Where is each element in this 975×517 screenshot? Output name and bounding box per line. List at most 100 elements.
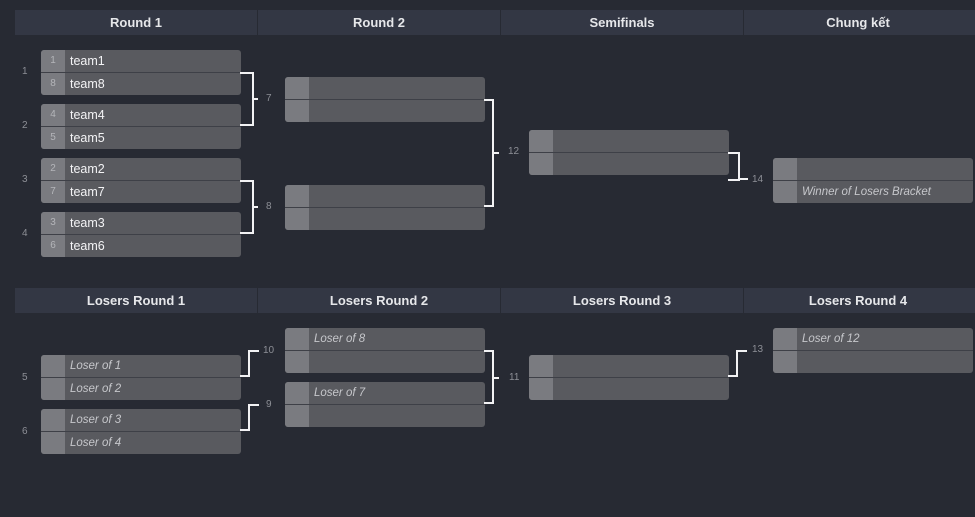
seed-number — [773, 181, 797, 203]
team-name: Loser of 3 — [70, 414, 122, 426]
connector — [728, 152, 740, 181]
seed-number — [41, 409, 65, 431]
match-card[interactable]: Loser of 8 — [285, 328, 485, 373]
team-slot-top[interactable]: Loser of 7 — [285, 382, 485, 404]
seed-number: 6 — [41, 235, 65, 257]
seed-number — [773, 351, 797, 373]
team-slot-bottom[interactable] — [285, 405, 485, 427]
seed-number — [285, 382, 309, 404]
connector-stub — [248, 350, 259, 352]
match-card[interactable]: Winner of Losers Bracket — [773, 158, 973, 203]
match-divider — [285, 207, 485, 208]
connector-stub — [240, 429, 250, 431]
team-name: team4 — [70, 108, 105, 122]
match-card[interactable] — [529, 355, 729, 400]
team-name: team8 — [70, 77, 105, 91]
match-divider — [41, 234, 241, 235]
team-name: team2 — [70, 162, 105, 176]
team-slot-bottom[interactable]: Winner of Losers Bracket — [773, 181, 973, 203]
round-header: Losers Round 1 — [15, 288, 258, 313]
match-card[interactable] — [285, 185, 485, 230]
connector-stub — [738, 178, 748, 180]
team-slot-bottom[interactable] — [285, 351, 485, 373]
seed-number — [285, 100, 309, 122]
seed-number — [285, 185, 309, 207]
team-name: Loser of 12 — [802, 333, 860, 345]
team-slot-bottom[interactable]: 7 team7 — [41, 181, 241, 203]
team-slot-bottom[interactable] — [773, 351, 973, 373]
team-name: Loser of 4 — [70, 437, 122, 449]
team-slot-bottom[interactable]: Loser of 4 — [41, 432, 241, 454]
match-number: 4 — [22, 228, 28, 239]
team-name: Loser of 8 — [314, 333, 366, 345]
seed-number — [285, 328, 309, 350]
seed-number — [41, 432, 65, 454]
team-name — [553, 153, 729, 175]
connector-stub — [728, 152, 740, 154]
team-name — [553, 378, 729, 400]
team-name: team7 — [70, 185, 105, 199]
team-slot-top[interactable]: Loser of 3 — [41, 409, 241, 431]
match-card[interactable]: Loser of 7 — [285, 382, 485, 427]
match-number: 8 — [266, 201, 272, 212]
match-divider — [773, 180, 973, 181]
match-card[interactable]: Loser of 12 — [773, 328, 973, 373]
team-slot-bottom[interactable] — [529, 153, 729, 175]
team-name — [553, 130, 729, 152]
team-slot-top[interactable]: Loser of 1 — [41, 355, 241, 377]
seed-number — [529, 153, 553, 175]
connector-stub — [728, 375, 738, 377]
team-slot-top[interactable] — [773, 158, 973, 180]
match-number: 13 — [752, 344, 764, 355]
team-slot-top[interactable] — [529, 130, 729, 152]
team-slot-top[interactable]: Loser of 8 — [285, 328, 485, 350]
match-divider — [41, 72, 241, 73]
team-slot-bottom[interactable] — [285, 100, 485, 122]
match-number: 11 — [509, 372, 520, 383]
seed-number: 5 — [41, 127, 65, 149]
match-divider — [41, 126, 241, 127]
seed-number — [285, 405, 309, 427]
seed-number: 7 — [41, 181, 65, 203]
team-slot-bottom[interactable]: Loser of 2 — [41, 378, 241, 400]
match-divider — [773, 350, 973, 351]
team-slot-top[interactable] — [285, 185, 485, 207]
team-slot-bottom[interactable] — [285, 208, 485, 230]
match-number: 2 — [22, 120, 28, 131]
team-slot-top[interactable] — [285, 77, 485, 99]
team-name — [797, 351, 973, 373]
round-header: Losers Round 4 — [808, 293, 908, 308]
team-name: team3 — [70, 216, 105, 230]
connector-stub — [248, 404, 259, 406]
connector-stub — [492, 377, 499, 379]
seed-number — [529, 130, 553, 152]
match-card[interactable]: Loser of 3 Loser of 4 — [41, 409, 241, 454]
team-name: Loser of 7 — [314, 387, 366, 399]
connector-stub — [492, 152, 499, 154]
seed-number: 1 — [41, 50, 65, 72]
seed-number — [773, 328, 797, 350]
team-slot-bottom[interactable] — [529, 378, 729, 400]
team-name — [309, 185, 485, 207]
team-name — [797, 158, 973, 180]
team-slot-top[interactable]: Loser of 12 — [773, 328, 973, 350]
connector-stub — [252, 98, 258, 100]
match-card[interactable] — [529, 130, 729, 175]
seed-number: 4 — [41, 104, 65, 126]
seed-number — [41, 355, 65, 377]
round-header: Losers Round 3 — [501, 288, 744, 313]
match-card[interactable] — [285, 77, 485, 122]
team-slot-top[interactable]: 4 team4 — [41, 104, 241, 126]
team-slot-top[interactable] — [529, 355, 729, 377]
